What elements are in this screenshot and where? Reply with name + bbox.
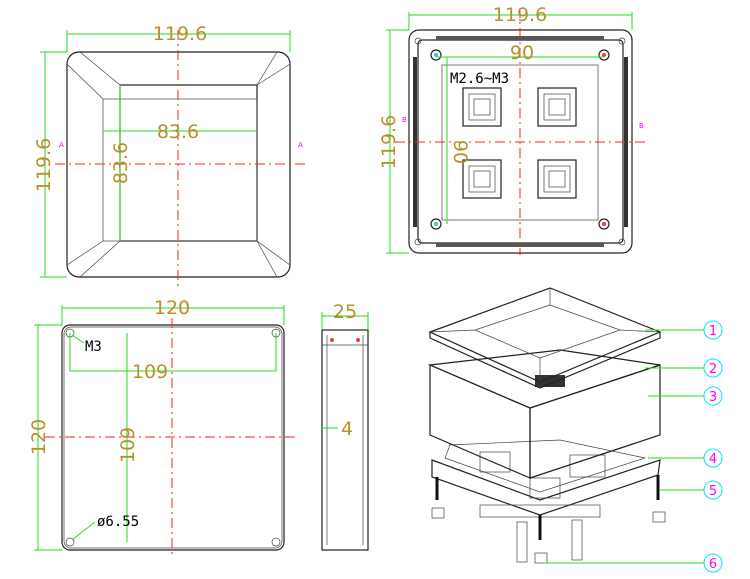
top-width-dim: 119.6 [153,23,207,45]
svg-text:6: 6 [709,557,717,572]
inner-height-dim: 83.6 [110,142,132,184]
screw-note: M2.6~M3 [450,71,509,87]
bottom-width-dim: 119.6 [493,4,547,26]
hole-spacing-y-dim: 90 [449,140,471,164]
inner-width-dim: 83.6 [157,121,199,143]
balloon-4: 4 [703,448,723,468]
bottom-height-dim: 119.6 [378,115,400,169]
svg-text:4: 4 [709,452,717,467]
svg-text:1: 1 [709,324,717,339]
base-hole-spacing-x: 109 [132,361,168,383]
top-view: 119.6 119.6 83.6 83.6 A A [33,23,305,290]
section-mark-a-left: A [59,141,64,149]
part-balloons: 1 2 3 4 5 6 [543,320,723,573]
svg-text:5: 5 [709,484,717,499]
base-hole-spacing-y: 109 [117,427,139,463]
section-mark-b-right: B [639,122,644,130]
side-height-dim: 25 [333,301,357,323]
side-view: 25 4 [321,301,369,551]
exploded-view [427,287,666,564]
base-width-dim: 120 [154,297,190,319]
hole-diameter-note: ø6.55 [97,514,139,530]
balloon-5: 5 [703,480,723,500]
section-mark-a-right: A [298,141,303,149]
base-view: 120 120 109 109 M3 ø6.55 [28,297,295,555]
wall-thickness-dim: 4 [341,418,353,440]
top-height-dim: 119.6 [33,138,55,192]
balloon-3: 3 [703,386,723,406]
base-screw-note: M3 [85,339,102,355]
screw-holes [414,37,626,246]
base-height-dim: 120 [28,419,50,455]
terminal-blocks [462,87,577,199]
bottom-view: 119.6 119.6 90 90 M2.6~M3 B B [378,4,645,255]
section-mark-b-left: B [402,116,407,124]
svg-text:2: 2 [709,362,717,377]
balloon-6: 6 [703,553,723,573]
svg-text:3: 3 [709,390,717,405]
balloon-1: 1 [703,320,723,340]
balloon-2: 2 [703,358,723,378]
hole-spacing-x-dim: 90 [510,42,534,64]
